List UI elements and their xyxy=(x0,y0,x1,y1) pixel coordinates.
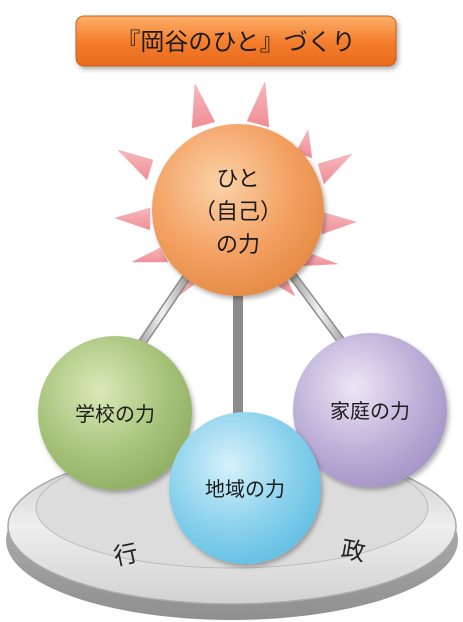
plate-right-char: 政 xyxy=(339,535,367,567)
center-node: ひと （自己） の力 xyxy=(152,124,324,296)
school-node: 学校の力 xyxy=(38,336,192,490)
center-line-3: の力 xyxy=(216,233,260,258)
title-text: 『岡谷のひと』づくり xyxy=(116,28,355,56)
school-label: 学校の力 xyxy=(75,402,155,426)
region-label: 地域の力 xyxy=(205,477,285,501)
plate-left-char: 行 xyxy=(111,539,140,571)
region-node: 地域の力 xyxy=(169,412,321,564)
family-label: 家庭の力 xyxy=(330,399,410,423)
center-line-1: ひと xyxy=(216,167,259,192)
connector-rods xyxy=(130,267,353,430)
title-banner: 『岡谷のひと』づくり xyxy=(75,15,397,67)
center-line-2: （自己） xyxy=(194,200,282,225)
family-node: 家庭の力 xyxy=(293,333,447,487)
